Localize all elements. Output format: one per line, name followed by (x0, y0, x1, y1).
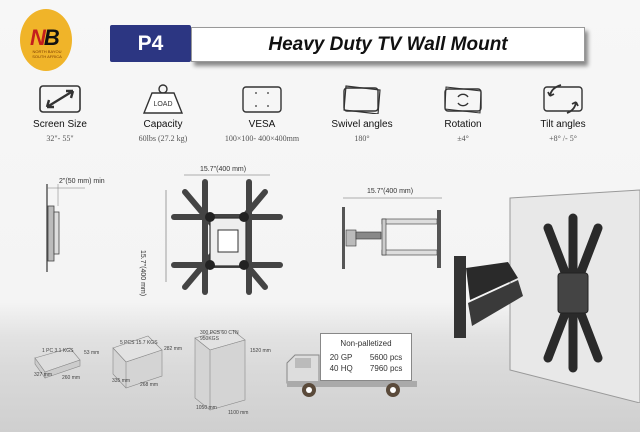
svg-text:LOAD: LOAD (153, 101, 172, 108)
front-width-dimension: 15.7"(400 mm) (200, 166, 247, 173)
shipping-title: Non-palletized (340, 339, 392, 348)
spec-label: Capacity (143, 119, 183, 130)
diagonal-arrow-icon (39, 85, 81, 113)
dim-text: 53 mm (84, 350, 100, 356)
spec-vesa: VESA 100×100- 400×400mm (207, 84, 317, 143)
dim-text: 282 mm (164, 346, 183, 352)
spec-label: Tilt angles (540, 119, 586, 130)
spec-label: VESA (248, 119, 276, 130)
swivel-icon (343, 85, 381, 114)
truck-icon (286, 354, 417, 397)
spec-tilt: Tilt angles +8° /- 5° (508, 82, 618, 143)
brand-logo: NB NORTH BAYOU SOUTH AFRICA (20, 9, 72, 71)
spec-value: +8° /- 5° (549, 134, 577, 143)
page-title: Heavy Duty TV Wall Mount (191, 27, 585, 62)
dim-text: 260 mm (62, 375, 81, 381)
single-box-label: 1 PC 3.1 KGS (42, 348, 74, 354)
spec-swivel: Swivel angles 180° (307, 84, 417, 143)
dim-text: 268 mm (140, 382, 159, 388)
spec-label: Swivel angles (331, 119, 393, 130)
logo-subtext: NORTH BAYOU SOUTH AFRICA (32, 49, 62, 59)
dim-text: 1520 mm (250, 348, 271, 354)
dim-text: 1100 mm (228, 410, 249, 416)
dim-text: 335 mm (112, 378, 131, 384)
spec-capacity: LOAD Capacity 60lbs (27.2 kg) (108, 84, 218, 143)
side-view-drawing (46, 184, 85, 272)
spec-value: ±4° (457, 134, 469, 143)
spec-value: 32"- 55" (46, 134, 74, 143)
front-height-dimension: 15.7"(400 mm) (139, 250, 146, 297)
vesa-pattern-icon (242, 86, 282, 113)
spec-value: 60lbs (27.2 kg) (138, 134, 188, 143)
packaging-drawings (34, 330, 246, 411)
product-render (454, 189, 640, 403)
rotation-icon (444, 86, 482, 114)
front-view-drawing (165, 174, 283, 295)
dim-text: 1050 mm (196, 405, 217, 411)
dim-text: 327 mm (34, 372, 53, 378)
pallet-label: 300 PCS 60 CTN 950KGS (200, 330, 239, 342)
spec-label: Rotation (444, 119, 482, 130)
tilt-icon (543, 84, 583, 114)
arm-extension-dimension: 15.7"(400 mm) (367, 188, 414, 195)
carton-label: 5 PCS 15.7 KGS (120, 340, 158, 346)
load-weight-icon: LOAD (142, 84, 184, 114)
arm-side-drawing (342, 197, 442, 269)
model-badge: P4 (110, 25, 191, 62)
spec-screen-size: Screen Size 32"- 55" (5, 84, 115, 143)
wall-gap-dimension: 2"(50 mm) min (59, 178, 105, 185)
spec-label: Screen Size (33, 119, 87, 130)
logo-mark: NB (30, 25, 60, 50)
spec-rotation: Rotation ±4° (408, 84, 518, 143)
spec-value: 100×100- 400×400mm (224, 134, 300, 143)
spec-value: 180° (354, 134, 370, 143)
